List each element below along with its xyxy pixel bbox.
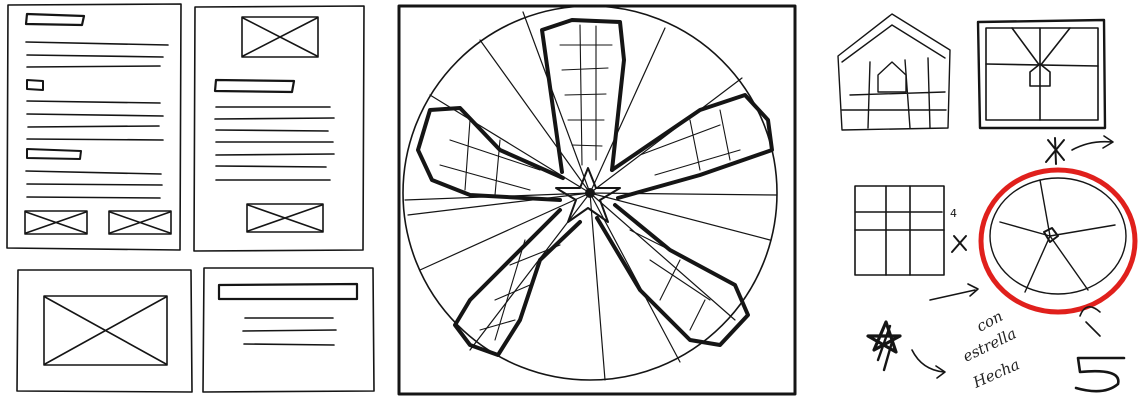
wireframe-image-card — [17, 270, 192, 392]
arm-bricks — [440, 25, 740, 340]
wireframe-image-page — [194, 6, 364, 251]
star-wheel-drawing — [399, 6, 795, 394]
rejected-star-mark — [1046, 136, 1113, 164]
grid-sketch — [855, 186, 966, 275]
highlighted-wheel — [981, 170, 1135, 312]
center-star — [556, 168, 620, 222]
wireframe-text-card — [203, 268, 374, 392]
wireframe-text-page — [7, 4, 181, 250]
highlight-circle — [981, 170, 1135, 312]
thumb-grid-layout — [978, 20, 1105, 128]
thumb-house-layout — [838, 14, 950, 130]
count-small-label: 4 — [950, 207, 957, 220]
